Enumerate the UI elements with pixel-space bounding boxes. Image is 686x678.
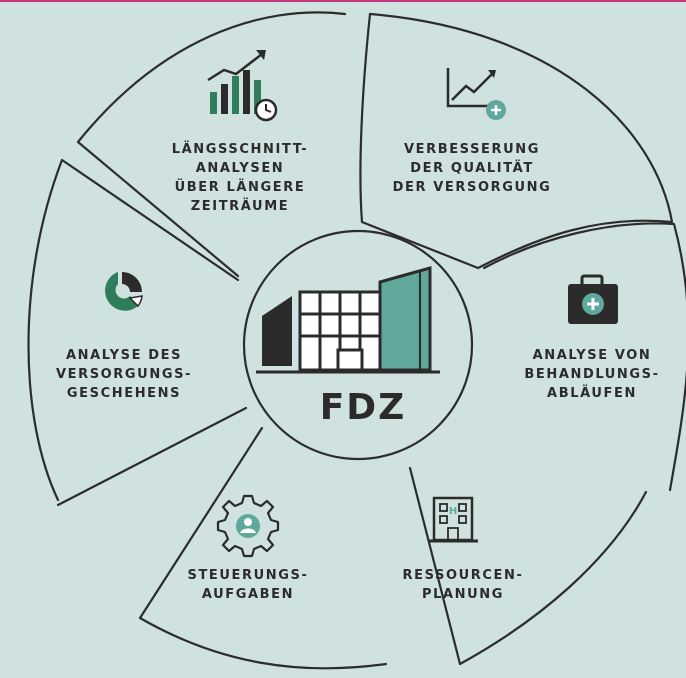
donut-chart-icon [105, 272, 143, 311]
segment-outline-behandlung [482, 222, 686, 492]
center-circle [242, 229, 474, 461]
medical-kit-icon [568, 274, 618, 324]
segment-label-versorgung: ANALYSE DES VERSORGUNGS- GESCHEHENS [55, 348, 193, 401]
top-accent-rule [0, 0, 686, 2]
line-chart-plus-icon [446, 68, 506, 120]
segment-outline-qualitaet [359, 12, 674, 270]
segment-label-ressourcen: RESSOURCEN- PLANUNG [402, 568, 524, 602]
segment-label-qualitaet: VERBESSERUNG DER QUALITÄT DER VERSORGUNG [392, 142, 552, 195]
segment-outline-steuerung [138, 426, 388, 670]
bar-chart-clock-icon [207, 50, 278, 122]
segment-label-laengsschnitt: LÄNGSSCHNITT- ANALYSEN ÜBER LÄNGERE ZEIT… [171, 142, 309, 214]
segment-outline-laengsschnitt [76, 11, 347, 278]
segment-label-behandlung: ANALYSE VON BEHANDLUNGS- ABLÄUFEN [524, 348, 660, 401]
segment-outline-ressourcen [408, 466, 648, 666]
segment-label-steuerung: STEUERUNGS- AUFGABEN [187, 568, 309, 602]
segment-divider-left [56, 406, 248, 507]
hospital-building-icon: H [428, 496, 478, 543]
gear-person-icon [216, 494, 280, 558]
building-icon [256, 266, 440, 374]
svg-text:H: H [449, 506, 457, 517]
center-title: FDZ [319, 387, 407, 428]
segment-outline-versorgung [27, 158, 240, 502]
